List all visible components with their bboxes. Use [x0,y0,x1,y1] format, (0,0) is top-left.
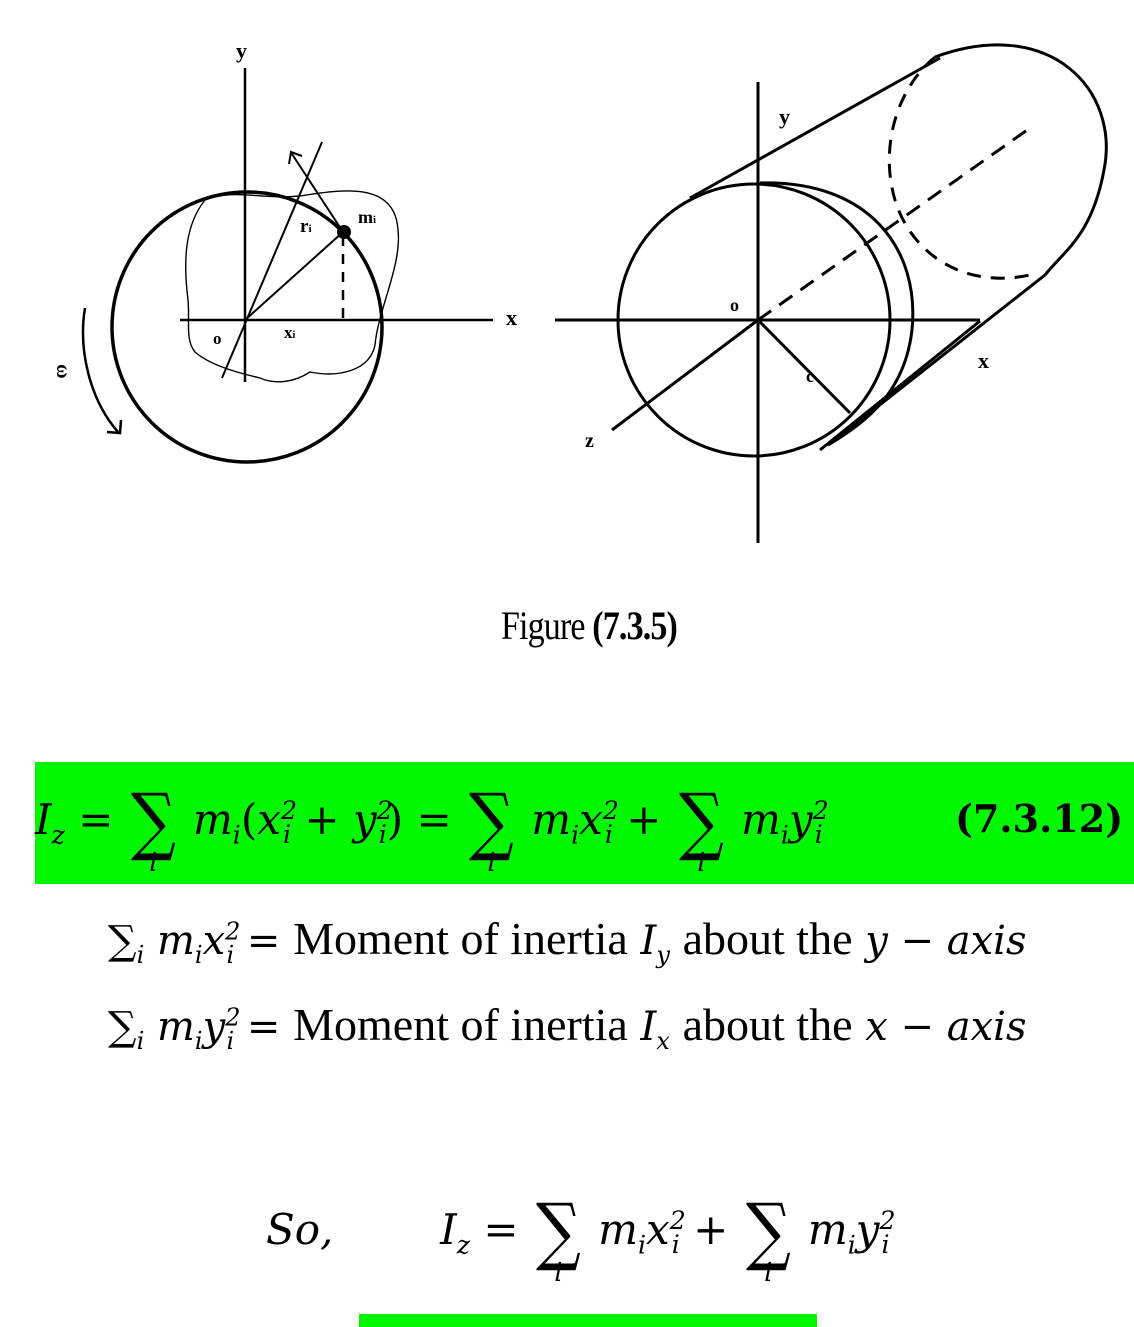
label-x: x [506,305,517,330]
label-origin: o [213,329,222,348]
svg-text:o: o [730,295,739,315]
caption-number: (7.3.5) [592,603,678,648]
svg-text:c: c [806,366,814,386]
figure-caption: Figure (7.3.5) [88,602,1089,649]
svg-text:y: y [779,104,790,129]
equation-7-3-12: Iz = ∑i mi(x2i + y2i) = ∑i mix2i + ∑i mi… [35,762,1134,884]
omega-label: ω [52,364,74,379]
rotating-body-diagram: y x o ri mi xi ω [52,38,517,464]
cylinder-diagram: y x z o c [555,43,1108,543]
label-y: y [236,38,247,63]
so-equation: So, Iz = ∑i mix2i + ∑i miy2i [266,1188,896,1288]
svg-text:xi: xi [284,323,296,342]
definition-ix: ∑i miy2i = Moment of inertia Ix about th… [108,999,1027,1055]
caption-prefix: Figure [500,603,586,648]
svg-text:mi: mi [358,207,376,227]
svg-text:x: x [978,348,989,373]
equation-7-3-13-highlight [359,1314,817,1327]
svg-text:ri: ri [300,216,312,237]
mass-point-icon [337,225,351,239]
svg-text:z: z [585,430,594,452]
equation-number: (7.3.12) [955,796,1124,841]
definition-iy: ∑i mix2i = Moment of inertia Iy about th… [108,913,1027,969]
